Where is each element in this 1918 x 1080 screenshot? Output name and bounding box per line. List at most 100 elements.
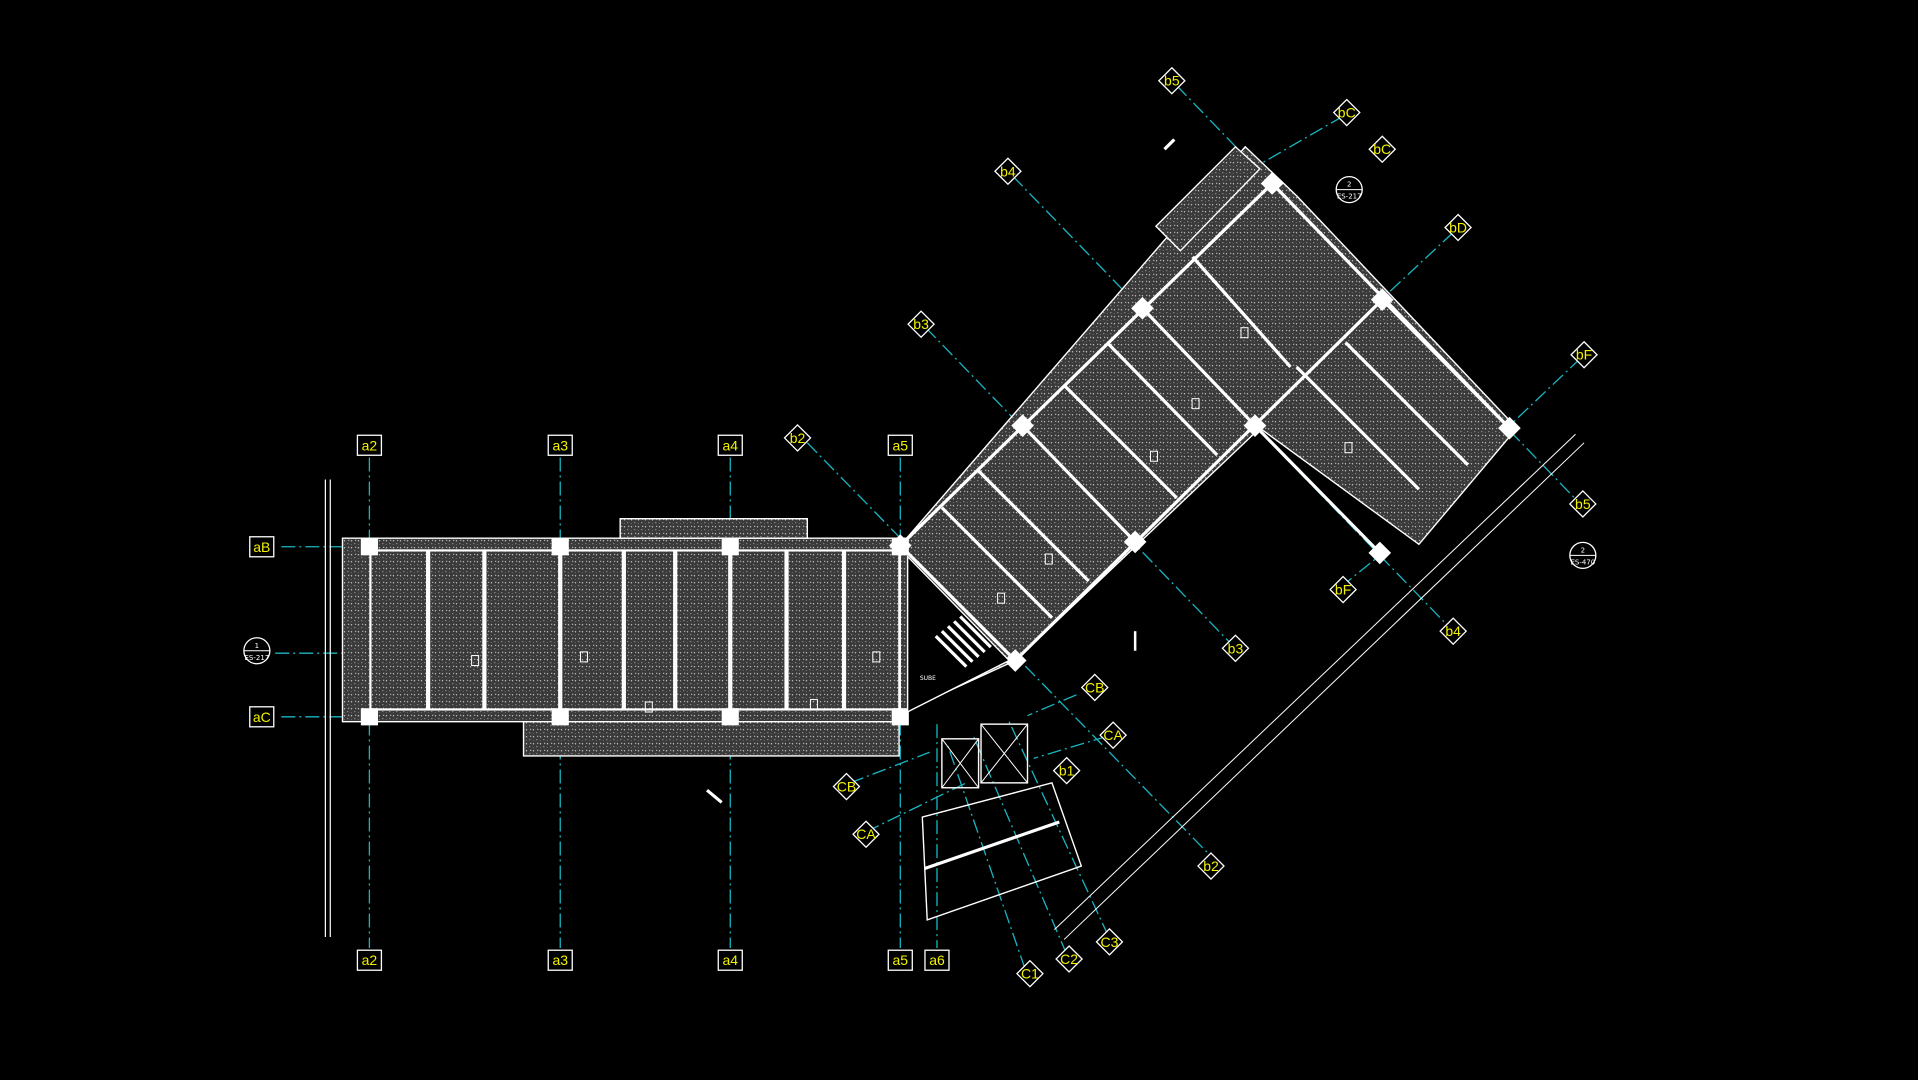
- grid-line-bD: [1379, 231, 1454, 302]
- grid-line-bF: [1506, 357, 1581, 429]
- stair-step: [965, 610, 999, 644]
- tag-frame: [1197, 852, 1225, 880]
- grid-line-CA: [1033, 735, 1108, 760]
- column: [551, 708, 569, 726]
- grid-tag-a3: a3: [547, 434, 573, 456]
- tag-frame: [887, 434, 913, 456]
- section-number: 2: [1347, 181, 1351, 189]
- beam-secondary: [1105, 341, 1219, 457]
- tag-label: C1: [1021, 966, 1039, 982]
- tag-frame: [1368, 135, 1397, 164]
- grid-tag-b4: b4: [994, 157, 1022, 186]
- tag-frame: [924, 949, 950, 971]
- tag-frame: [1099, 721, 1128, 750]
- tag-label: a3: [552, 437, 568, 453]
- grid-line-C3: [1008, 721, 1109, 937]
- column: [721, 708, 739, 726]
- section-mark-3: 2ES-470: [1569, 541, 1597, 569]
- bay-wing-a: [560, 549, 624, 711]
- tag-frame: [907, 310, 935, 339]
- grid-tag-b3: b3: [907, 310, 935, 339]
- grid-tag-a2: a2: [356, 949, 383, 971]
- tag-frame: [832, 772, 861, 801]
- column: [551, 538, 569, 556]
- beam-secondary: [977, 469, 1090, 583]
- column: [1370, 288, 1394, 312]
- stair-note: SUBE: [920, 675, 936, 682]
- tag-label: b3: [913, 316, 929, 332]
- section-sheet: ES-217: [244, 654, 269, 662]
- tag-label: b2: [1203, 858, 1219, 874]
- tag-frame: [1332, 98, 1361, 127]
- grid-tag-C2: C2: [1055, 945, 1084, 973]
- tag-frame: [547, 949, 573, 971]
- grid-line-CB: [1027, 694, 1077, 717]
- bay-tag: [471, 655, 480, 667]
- column: [1003, 649, 1027, 672]
- tag-frame: [1568, 490, 1597, 518]
- grid-tag-a3: a3: [547, 949, 573, 971]
- stair-step: [952, 620, 986, 654]
- beam-b-north: [899, 182, 1274, 547]
- grid-tag-bF: bF: [1570, 340, 1598, 369]
- tag-frame: [1329, 575, 1358, 604]
- tag-frame: [356, 434, 383, 456]
- column: [1498, 416, 1521, 440]
- elevator-shaft-left: [941, 738, 980, 789]
- column: [1011, 414, 1034, 437]
- section-mark-1: 1ES-217: [243, 637, 271, 665]
- tag-label: aB: [253, 539, 270, 555]
- tag-label: a6: [929, 952, 945, 968]
- tag-label: a5: [892, 952, 908, 968]
- tag-frame: [783, 423, 812, 452]
- tag-frame: [852, 820, 880, 849]
- elevator-cross: [980, 723, 1028, 784]
- grid-line-CA-lower: [865, 782, 967, 833]
- grid-tag-a5: a5: [887, 434, 913, 456]
- column: [1368, 541, 1392, 565]
- column: [1243, 414, 1267, 437]
- tag-label: bC: [1338, 105, 1356, 121]
- tag-label: b4: [1000, 163, 1016, 179]
- tag-label: aC: [253, 709, 271, 725]
- bay-wing-a: [428, 549, 485, 711]
- column: [1123, 530, 1147, 554]
- section-number: 2: [1581, 546, 1585, 554]
- bay-tag: [872, 651, 881, 663]
- tag-label: b4: [1445, 623, 1461, 639]
- column: [1131, 296, 1154, 320]
- grid-line-C1: [947, 745, 1026, 969]
- bay-tag: [1191, 398, 1200, 410]
- beam-secondary: [1344, 341, 1469, 466]
- bay-wing-a: [623, 549, 676, 711]
- grid-tag-b3: b3: [1221, 634, 1250, 663]
- tag-frame: [1080, 673, 1109, 702]
- column: [360, 538, 378, 556]
- tag-label: CB: [1085, 679, 1104, 695]
- bay-tag: [644, 701, 653, 713]
- grid-line-C2: [971, 733, 1068, 955]
- tag-label: b2: [790, 430, 806, 446]
- grid-tag-b1: b1: [1052, 756, 1081, 785]
- grid-tag-bC: bC: [1332, 98, 1361, 127]
- section-sheet: ES-217: [1337, 193, 1362, 201]
- grid-tag-C1: C1: [1016, 959, 1044, 988]
- tag-frame: [1444, 213, 1472, 242]
- grid-tag-a5: a5: [887, 949, 913, 971]
- leader-mark: [705, 788, 723, 804]
- tag-label: bF: [1335, 582, 1351, 598]
- grid-tag-C3: C3: [1095, 927, 1124, 956]
- tag-label: a4: [722, 952, 738, 968]
- section-sheet: ES-470: [1570, 558, 1595, 566]
- grid-line-CB-lower: [849, 751, 930, 784]
- ramp-midline: [924, 820, 1060, 870]
- column: [360, 708, 378, 726]
- grid-tag-CB: CB: [1080, 673, 1109, 702]
- tag-frame: [717, 949, 743, 971]
- elevator-cross: [941, 738, 979, 789]
- beam-secondary: [940, 506, 1054, 619]
- tag-label: bD: [1449, 220, 1467, 236]
- leader-mark: [1163, 138, 1176, 151]
